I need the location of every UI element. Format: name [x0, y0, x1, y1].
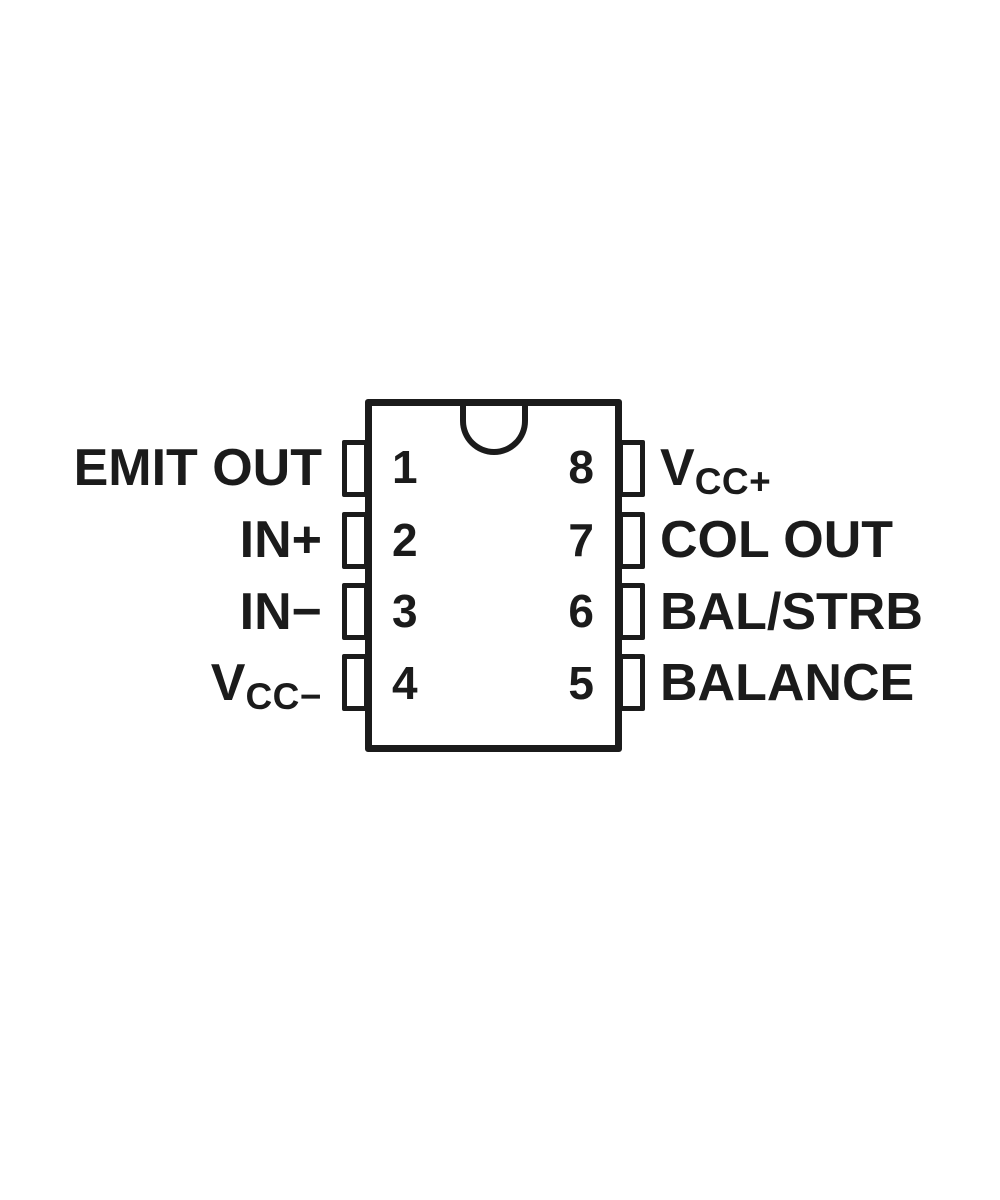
pin-lead-3: [342, 583, 369, 640]
pin-label-text: IN+: [239, 511, 322, 569]
pin-number-4: 4: [392, 657, 418, 709]
pin-label-in-plus: IN+: [240, 514, 322, 572]
pin-label-text: EMIT OUT: [73, 439, 322, 497]
pin-label-text: IN−: [239, 583, 322, 641]
pin-number-1: 1: [392, 441, 418, 493]
pin-label-emit-out: EMIT OUT: [74, 442, 322, 500]
pin1-index-notch: [460, 406, 528, 455]
pin-label-subscript: CC−: [245, 676, 322, 717]
pin-number-2: 2: [392, 514, 418, 566]
pin-lead-2: [342, 512, 369, 569]
pin-label-bal-strb: BAL/STRB: [660, 586, 923, 644]
pin-lead-5: [618, 654, 645, 711]
pin-label-vcc-plus: VCC+: [660, 442, 771, 500]
pin-lead-4: [342, 654, 369, 711]
pin-label-text: BAL/STRB: [660, 583, 923, 641]
pin-lead-6: [618, 583, 645, 640]
pin-label-text: V: [660, 439, 695, 497]
pin-label-text: V: [210, 654, 246, 712]
pin-lead-1: [342, 440, 369, 497]
pin-number-7: 7: [568, 514, 594, 566]
pin-label-vcc-minus: VCC−: [211, 657, 322, 715]
pin-number-5: 5: [568, 657, 594, 709]
ic-package-body: [365, 399, 622, 752]
pin-label-text: BALANCE: [660, 654, 915, 712]
pin-number-3: 3: [392, 585, 418, 637]
pin-label-balance: BALANCE: [660, 657, 914, 715]
pin-number-8: 8: [568, 441, 594, 493]
pin-lead-7: [618, 512, 645, 569]
pin-label-subscript: CC+: [694, 461, 772, 502]
pin-label-col-out: COL OUT: [660, 514, 893, 572]
pin-lead-8: [618, 440, 645, 497]
pin-label-text: COL OUT: [660, 511, 894, 569]
pin-label-in-minus: IN−: [240, 586, 322, 644]
pin-number-6: 6: [568, 585, 594, 637]
